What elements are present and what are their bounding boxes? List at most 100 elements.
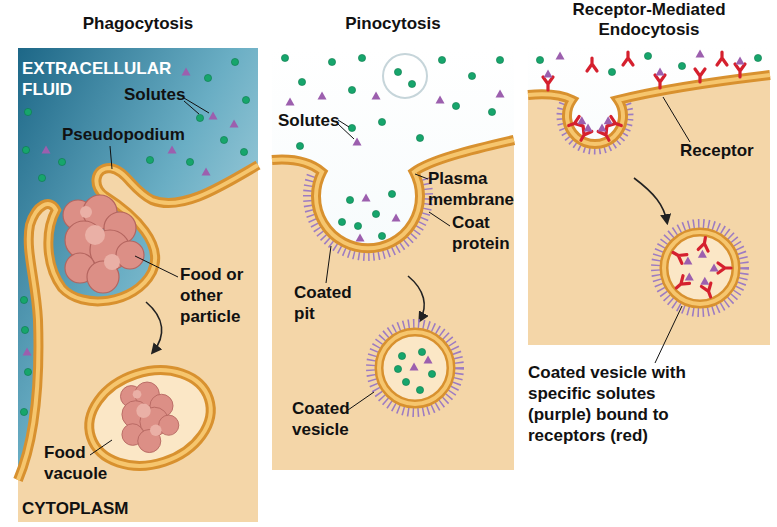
part-label: Plasma membrane: [428, 168, 518, 210]
solute-dot: [21, 326, 28, 333]
receptor: [543, 77, 553, 90]
leader-line: [663, 97, 690, 142]
solute-triangle: [685, 273, 694, 281]
solute-triangle: [356, 234, 365, 242]
receptor: [701, 283, 715, 299]
receptor: [718, 263, 731, 273]
coated-vesicle: [664, 232, 736, 304]
solute-triangle: [544, 70, 553, 78]
leader-line: [655, 306, 682, 363]
solute-dot: [328, 58, 335, 65]
leader-line: [90, 440, 112, 455]
solute-dot: [388, 190, 395, 197]
solute-triangle: [577, 116, 586, 124]
process-arrow: [634, 178, 667, 222]
process-arrow: [146, 302, 162, 352]
solute-triangle: [424, 356, 433, 364]
solute-triangle: [598, 124, 607, 132]
solute-dot: [38, 174, 45, 181]
solute-dot: [220, 136, 227, 143]
solute-dot: [146, 156, 153, 163]
solute-triangle: [372, 92, 381, 100]
solute-dot: [24, 108, 31, 115]
solute-dot: [408, 80, 415, 87]
solute-dot: [348, 124, 355, 131]
solute-triangle: [736, 57, 745, 65]
solute-triangle: [23, 348, 32, 356]
coated-vesicle: [379, 332, 451, 404]
solute-dot: [372, 210, 379, 217]
leader-line: [110, 146, 112, 169]
leader-line: [184, 98, 209, 113]
leader-line: [429, 212, 450, 226]
solute-dot: [231, 58, 238, 65]
solute-triangle: [656, 68, 665, 76]
receptor: [735, 64, 745, 77]
solute-dot: [24, 368, 31, 375]
plasma-membrane: [528, 75, 770, 144]
solute-dot: [240, 148, 247, 155]
solute-dot: [358, 54, 365, 61]
part-label: CYTOPLASM: [22, 498, 128, 519]
part-label: Food vacuole: [44, 442, 104, 484]
solute-dot: [416, 386, 423, 393]
cytoplasm: [18, 165, 258, 522]
extracellular-fluid: [272, 48, 514, 470]
cytoplasm: [528, 75, 770, 345]
leader-line: [348, 392, 374, 410]
solute-dot: [754, 54, 761, 61]
solute-triangle: [230, 120, 239, 128]
solute-dot: [346, 196, 353, 203]
solute-triangle: [604, 116, 613, 124]
solute-triangle: [286, 98, 295, 106]
leader-line: [135, 256, 178, 277]
extracellular-fluid: [18, 48, 258, 522]
solute-triangle: [392, 214, 401, 222]
solute-dot: [338, 218, 345, 225]
solute-triangle: [696, 50, 705, 58]
solute-dot: [468, 72, 475, 79]
panel: Receptor-Mediated Endocytosis: [528, 45, 770, 345]
solute-dot: [296, 142, 303, 149]
solute-dot: [348, 86, 355, 93]
solute-triangle: [556, 52, 565, 60]
solute-triangle: [318, 92, 327, 100]
plasma-membrane: [18, 165, 258, 480]
solute-dot: [186, 158, 193, 165]
food-vacuole: [77, 355, 223, 481]
receptor: [671, 248, 687, 263]
solute-dot: [452, 102, 459, 109]
solute-dot: [22, 146, 29, 153]
solute-dot: [398, 352, 405, 359]
receptor: [587, 58, 597, 71]
solute-dot: [242, 96, 249, 103]
solute-triangle: [362, 194, 371, 202]
receptor: [655, 75, 665, 88]
solute-dot: [196, 114, 203, 121]
solute-triangle: [700, 277, 709, 285]
extracellular-fluid: [528, 45, 770, 345]
solute-dot: [402, 378, 409, 385]
forming-vesicle: [383, 54, 427, 98]
solute-dot: [416, 134, 423, 141]
solute-dot: [378, 118, 385, 125]
food-vacuole: [77, 355, 223, 481]
leader-line: [415, 174, 428, 179]
solute-dot: [678, 62, 685, 69]
solute-dot: [644, 52, 651, 59]
plasma-membrane: [528, 75, 770, 144]
solute-dot: [58, 158, 65, 165]
solute-triangle: [209, 112, 218, 120]
part-label: Coated pit: [294, 282, 364, 324]
solute-triangle: [683, 257, 692, 265]
cytoplasm: [272, 140, 514, 470]
solute-dot: [488, 108, 495, 115]
part-label: Receptor: [680, 140, 754, 161]
food-particle: [63, 195, 144, 293]
solute-dot: [354, 222, 361, 229]
part-label: Solutes: [124, 84, 185, 105]
solute-dot: [298, 78, 305, 85]
solute-triangle: [710, 264, 719, 272]
